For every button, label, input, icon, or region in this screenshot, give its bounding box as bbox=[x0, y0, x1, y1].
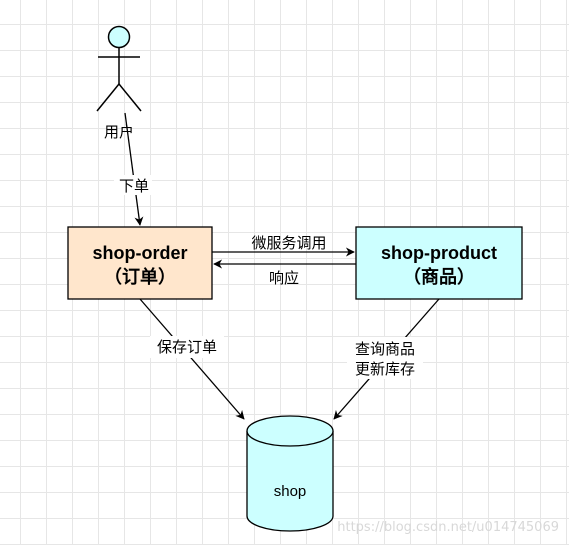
actor-left-leg bbox=[96, 83, 120, 112]
watermark: https://blog.csdn.net/u014745069 bbox=[337, 520, 559, 535]
actor-right-leg bbox=[118, 83, 142, 112]
database-top bbox=[246, 415, 334, 447]
place-order-label: 下单 bbox=[119, 177, 149, 195]
place-order-label-bg bbox=[114, 175, 152, 195]
database-label: shop bbox=[274, 483, 307, 500]
user-actor bbox=[96, 25, 142, 112]
update-stock-label: 更新库存 bbox=[355, 360, 415, 378]
shop-product-title: shop-product bbox=[381, 243, 497, 263]
shop-database[interactable]: shop bbox=[246, 415, 334, 532]
save-order-arrow bbox=[139, 298, 245, 420]
shop-product-box[interactable] bbox=[355, 226, 523, 300]
database-body[interactable] bbox=[246, 431, 334, 532]
shop-product-node[interactable]: shop-product （商品） bbox=[355, 226, 523, 300]
query-product-label: 查询商品 bbox=[355, 340, 415, 358]
shop-order-node[interactable]: shop-order （订单） bbox=[67, 226, 213, 300]
call-service-label: 微服务调用 bbox=[251, 234, 326, 252]
save-order-label-bg bbox=[150, 336, 224, 358]
response-label: 响应 bbox=[269, 269, 299, 287]
shop-order-subtitle: （订单） bbox=[104, 266, 176, 287]
shop-product-subtitle: （商品） bbox=[403, 266, 475, 287]
save-order-label: 保存订单 bbox=[157, 338, 217, 356]
shop-order-box[interactable] bbox=[67, 226, 213, 300]
actor-head bbox=[107, 25, 131, 49]
place-order-arrow bbox=[124, 112, 144, 226]
shop-order-title: shop-order bbox=[92, 243, 187, 263]
product-db-label-bg bbox=[347, 337, 423, 379]
actor-label: 用户 bbox=[104, 123, 134, 141]
